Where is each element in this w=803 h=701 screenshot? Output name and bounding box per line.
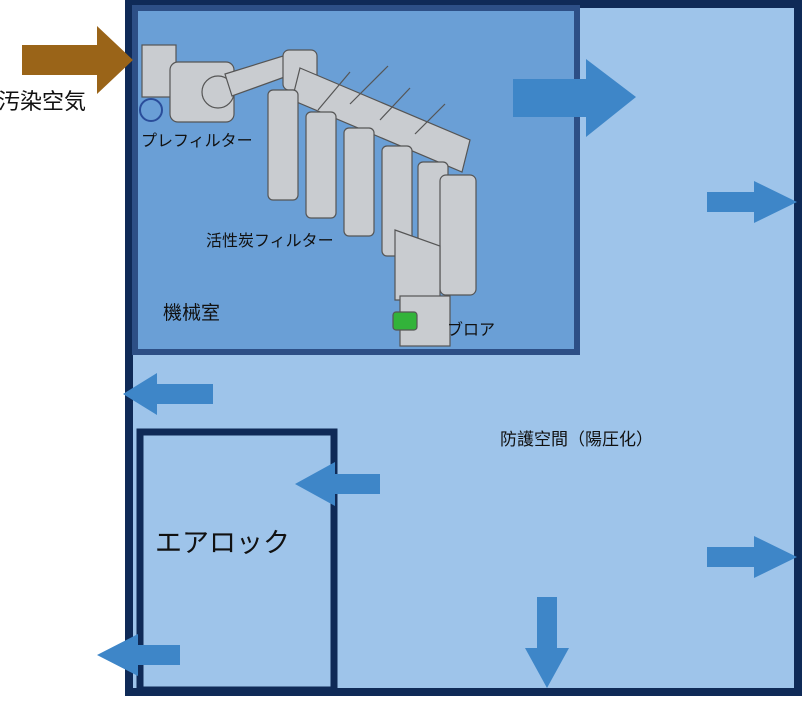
protected-space-label: 防護空間（陽圧化）	[500, 430, 653, 450]
airlock-label: エアロック	[155, 528, 290, 559]
flow-arrow-machine-exit	[513, 59, 636, 137]
flow-arrow-down	[525, 597, 569, 688]
carbon-filter-column-2	[305, 111, 337, 219]
carbon-filter-label: 活性炭フィルター	[206, 231, 334, 250]
support-rod-4	[414, 103, 446, 135]
flow-arrow-right-upper	[707, 181, 797, 223]
inlet-valve-wheel-icon	[139, 98, 163, 122]
machine-room-label: 機械室	[163, 302, 221, 324]
inlet-arrow	[22, 26, 133, 94]
carbon-filter-column-3	[343, 127, 375, 237]
support-rod-3	[379, 87, 411, 121]
header-duct	[291, 67, 471, 173]
support-rod-2	[349, 65, 389, 105]
flow-arrow-exhaust-bottom-left	[97, 634, 180, 676]
flow-arrow-right-lower	[707, 536, 797, 578]
flow-arrow-into-airlock	[295, 462, 380, 506]
blower-motor	[392, 311, 418, 331]
contaminated-air-label: 汚染空気	[0, 90, 87, 115]
airlock-area	[136, 428, 338, 694]
filtration-equipment	[139, 44, 477, 347]
flow-arrow-exhaust-top-left	[123, 373, 213, 415]
carbon-filter-column-1	[267, 89, 299, 201]
pre-filter-label: プレフィルター	[141, 131, 253, 150]
outlet-duct	[439, 174, 477, 296]
support-rod-1	[317, 71, 351, 111]
blower-label: ブロア	[447, 320, 496, 339]
